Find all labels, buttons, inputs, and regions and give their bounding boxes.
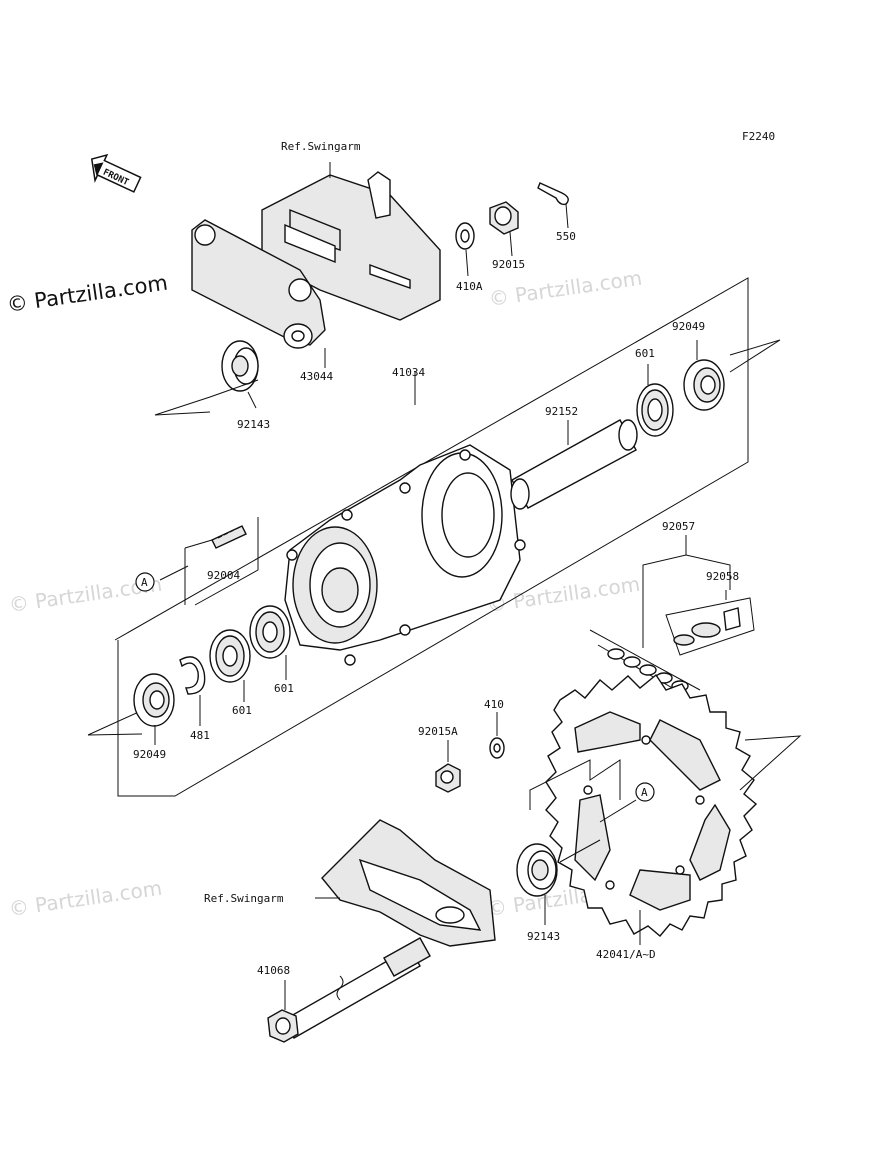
watermark-1: © Partzilla.com [487, 266, 643, 311]
figure-code: F2240 [742, 130, 775, 143]
stud-92004 [211, 525, 247, 549]
rear-hub-41034 [284, 444, 526, 666]
label-92058: 92058 [706, 570, 739, 583]
label-481: 481 [190, 729, 210, 742]
label-601-low: 601 [232, 704, 252, 717]
marker-a-left: A [141, 576, 148, 589]
label-41034: 41034 [392, 366, 425, 379]
label-42041: 42041/A~D [596, 948, 656, 961]
oil-seal-92049-low [133, 673, 175, 745]
label-92015a: 92015A [418, 725, 458, 738]
collar-92143-low [516, 839, 601, 925]
label-ref-swingarm-bottom: Ref.Swingarm [204, 892, 284, 905]
chain-link-92058 [665, 590, 755, 656]
label-601-mid: 601 [274, 682, 294, 695]
label-92004: 92004 [207, 569, 240, 582]
label-92049-top: 92049 [672, 320, 705, 333]
label-92015: 92015 [492, 258, 525, 271]
callout-lines [315, 348, 340, 899]
washer-410 [489, 712, 505, 759]
assembly-guide-lines [87, 277, 781, 797]
label-92152: 92152 [545, 405, 578, 418]
part-labels: Ref.Swingarm 550 92015 410A 43044 92143 … [133, 140, 739, 977]
chain-92057 [589, 535, 731, 698]
watermark-4: © Partzilla.com [7, 876, 163, 921]
label-601-top: 601 [635, 347, 655, 360]
spacer-92152 [510, 419, 638, 510]
circlip-481 [179, 656, 206, 726]
axle-41068 [267, 937, 431, 1043]
label-410: 410 [484, 698, 504, 711]
oil-seal-92049-top [683, 340, 725, 411]
bearing-601-mid [249, 605, 291, 680]
marker-a-right: A [641, 786, 648, 799]
label-41068: 41068 [257, 964, 290, 977]
bearing-601-top [636, 364, 674, 437]
bearing-601-low [209, 629, 251, 702]
marker-a-left-icon: A [135, 572, 155, 592]
label-43044: 43044 [300, 370, 333, 383]
marker-a-right-icon: A [599, 782, 655, 823]
nut-92015a [435, 740, 461, 793]
cotter-pin-550 [537, 182, 569, 229]
washer-410a [455, 222, 475, 277]
watermark-main: © Partzilla.com [5, 271, 169, 317]
label-92049-low: 92049 [133, 748, 166, 761]
label-92057: 92057 [662, 520, 695, 533]
collar-92143-top [221, 340, 259, 409]
label-550: 550 [556, 230, 576, 243]
label-92143-low: 92143 [527, 930, 560, 943]
swingarm-bottom-shape [321, 819, 496, 947]
sprocket-42041 [529, 673, 802, 945]
label-92143-top: 92143 [237, 418, 270, 431]
swingarm-top-shape [261, 162, 441, 321]
chain-adjuster-43044 [191, 219, 326, 349]
label-410a: 410A [456, 280, 483, 293]
label-ref-swingarm-top: Ref.Swingarm [281, 140, 361, 153]
nut-92015 [489, 201, 519, 257]
front-arrow-icon: FRONT [90, 153, 142, 193]
